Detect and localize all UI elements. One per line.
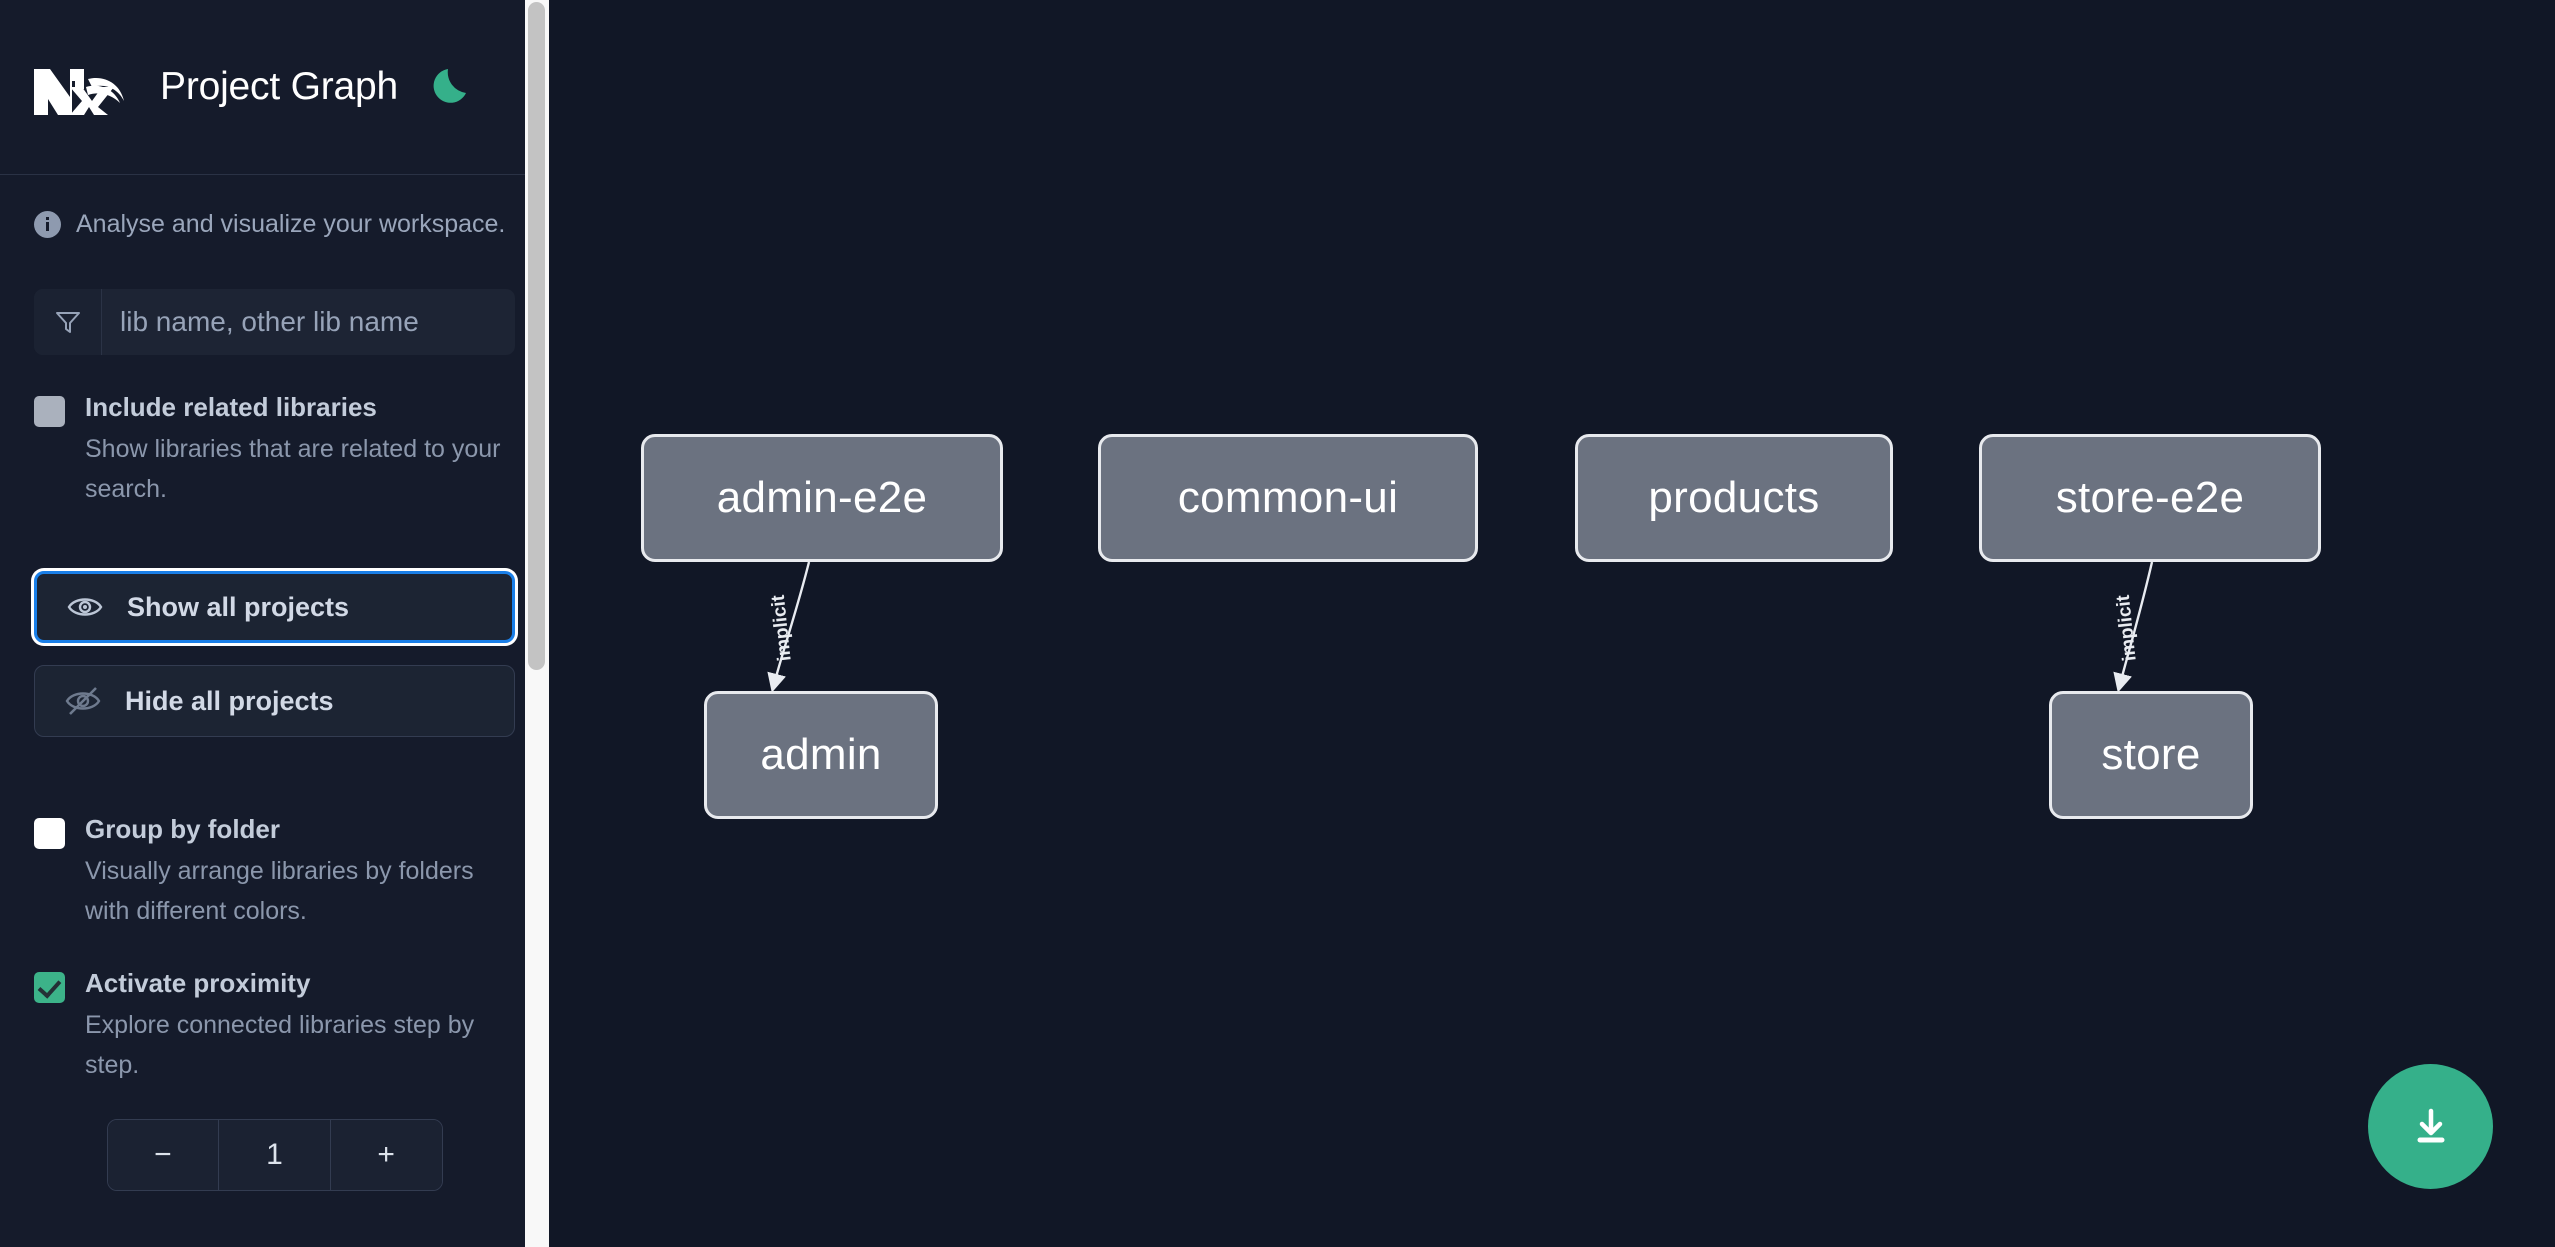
hide-all-projects-button[interactable]: Hide all projects: [34, 665, 515, 737]
graph-node-common-ui[interactable]: common-ui: [1098, 434, 1478, 562]
graph-node-label: common-ui: [1177, 473, 1399, 522]
option-group-by-folder: Group by folder Visually arrange librari…: [34, 813, 515, 931]
hide-all-projects-label: Hide all projects: [125, 685, 334, 716]
option-include-related-libraries: Include related libraries Show libraries…: [34, 391, 515, 509]
graph-node-label: admin: [760, 730, 882, 779]
sidebar-body: Analyse and visualize your workspace. In…: [0, 175, 549, 1191]
proximity-decrement-button[interactable]: −: [107, 1120, 219, 1190]
group-by-folder-checkbox[interactable]: [34, 818, 65, 849]
search-input[interactable]: [102, 289, 515, 355]
eye-off-icon: [65, 683, 101, 719]
download-graph-button[interactable]: [2368, 1064, 2493, 1189]
graph-canvas[interactable]: admin-e2e common-ui products store-e2e a…: [549, 0, 2555, 1247]
option-title: Activate proximity: [85, 968, 311, 998]
proximity-stepper: − 1 +: [106, 1119, 443, 1191]
graph-node-admin[interactable]: admin: [704, 691, 938, 819]
option-title: Group by folder: [85, 814, 280, 844]
option-description: Show libraries that are related to your …: [85, 435, 501, 503]
option-description: Visually arrange libraries by folders wi…: [85, 857, 474, 925]
eye-icon: [67, 589, 103, 625]
sidebar-scrollbar-thumb[interactable]: [528, 2, 545, 670]
graph-edges: [767, 561, 2154, 693]
tagline: Analyse and visualize your workspace.: [34, 175, 515, 273]
activate-proximity-checkbox[interactable]: [34, 972, 65, 1003]
show-all-projects-label: Show all projects: [127, 591, 350, 622]
proximity-value: 1: [218, 1120, 331, 1190]
graph-node-label: store: [2101, 730, 2201, 779]
option-activate-proximity: Activate proximity Explore connected lib…: [34, 967, 515, 1085]
page-title: Project Graph: [160, 65, 399, 108]
sidebar-scrollbar[interactable]: [525, 0, 549, 1247]
graph-node-admin-e2e[interactable]: admin-e2e: [641, 434, 1003, 562]
sidebar-header: Project Graph: [0, 0, 549, 175]
show-all-projects-button[interactable]: Show all projects: [34, 571, 515, 643]
graph-node-label: admin-e2e: [716, 473, 928, 522]
graph-node-products[interactable]: products: [1575, 434, 1893, 562]
include-related-libraries-checkbox[interactable]: [34, 396, 65, 427]
edge-admin-e2e-admin: [767, 561, 811, 693]
graph-node-label: products: [1648, 473, 1820, 522]
proximity-increment-button[interactable]: +: [330, 1120, 442, 1190]
graph-node-store-e2e[interactable]: store-e2e: [1979, 434, 2321, 562]
sidebar: Project Graph Analyse and visualize your…: [0, 0, 549, 1247]
graph-node-label: store-e2e: [2055, 473, 2245, 522]
option-description: Explore connected libraries step by step…: [85, 1011, 475, 1079]
option-title: Include related libraries: [85, 392, 377, 422]
info-icon: [34, 210, 61, 238]
download-icon: [2407, 1101, 2455, 1152]
graph-node-store[interactable]: store: [2049, 691, 2253, 819]
moon-icon[interactable]: [426, 61, 478, 113]
tagline-text: Analyse and visualize your workspace.: [76, 209, 506, 238]
funnel-icon: [34, 289, 102, 355]
filter-box[interactable]: [34, 289, 515, 355]
proximity-stepper-wrap: − 1 +: [34, 1119, 515, 1191]
edge-store-e2e-store: [2113, 561, 2154, 693]
nx-logo-icon: [34, 57, 132, 117]
